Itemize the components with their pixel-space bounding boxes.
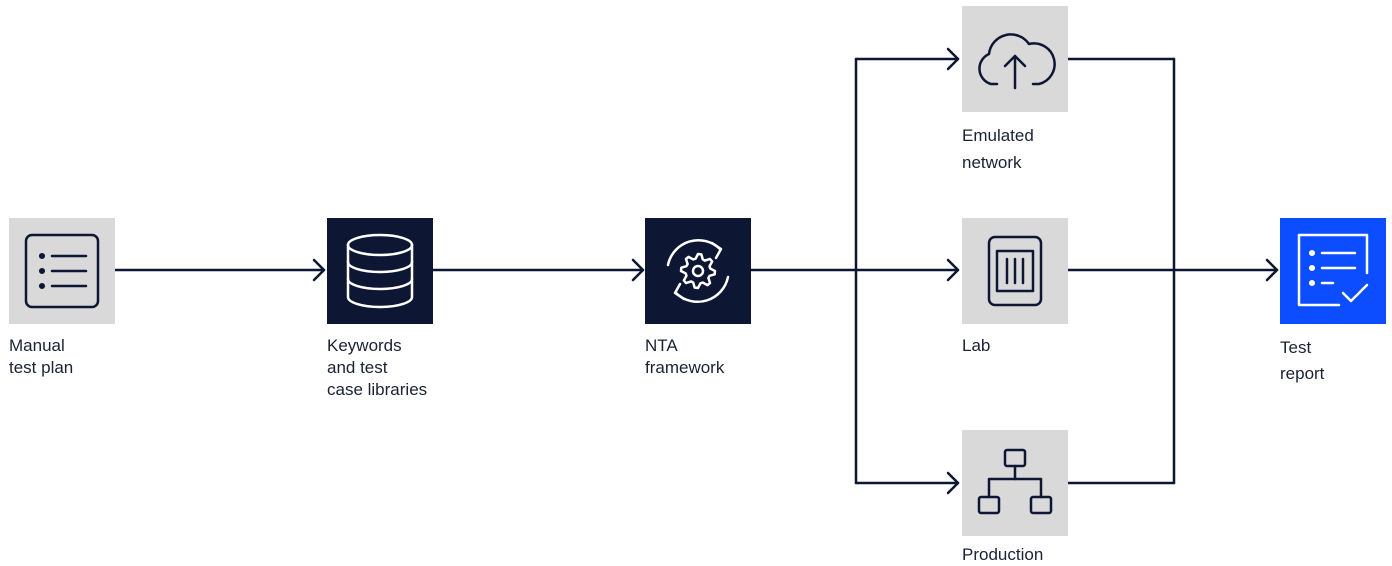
server-rack-icon [987, 235, 1043, 307]
label-line: Manual [9, 336, 65, 355]
label-lab: Lab [962, 335, 990, 357]
label-line: Test [1280, 338, 1312, 357]
label-line: Emulated [962, 126, 1034, 145]
label-line: NTA [645, 336, 678, 355]
box-production [962, 430, 1068, 536]
arrowhead-emulated [946, 47, 960, 71]
arrowhead-production [946, 471, 960, 495]
connectors [113, 47, 1279, 495]
arrowhead-report [1265, 258, 1279, 282]
label-line: Production [962, 545, 1044, 564]
label-line: case libraries [327, 380, 428, 399]
database-icon [346, 233, 414, 309]
label-line: and test [327, 358, 388, 377]
label-line: report [1280, 364, 1325, 383]
list-icon [24, 233, 100, 309]
label-manual-test-plan: Manual test plan [9, 335, 73, 379]
gear-refresh-icon [666, 239, 730, 303]
label-line: test plan [9, 358, 74, 377]
arrowhead-lab [946, 258, 960, 282]
label-line: network [962, 153, 1022, 172]
arrowhead-nta [631, 258, 645, 282]
label-test-report: Test report [1280, 335, 1324, 387]
label-line: framework [645, 358, 725, 377]
cloud-upload-icon [978, 33, 1056, 90]
label-production: Production [962, 544, 1043, 566]
label-line: Lab [962, 336, 991, 355]
hierarchy-icon [977, 448, 1053, 515]
label-line: Keywords [327, 336, 402, 355]
label-nta-framework: NTA framework [645, 335, 724, 379]
box-nta-framework [645, 218, 751, 324]
label-emulated-network: Emulated network [962, 122, 1034, 176]
arrowhead-keywords [312, 258, 326, 282]
label-keywords-libraries: Keywords and test case libraries [327, 335, 427, 401]
checklist-icon [1297, 233, 1369, 307]
